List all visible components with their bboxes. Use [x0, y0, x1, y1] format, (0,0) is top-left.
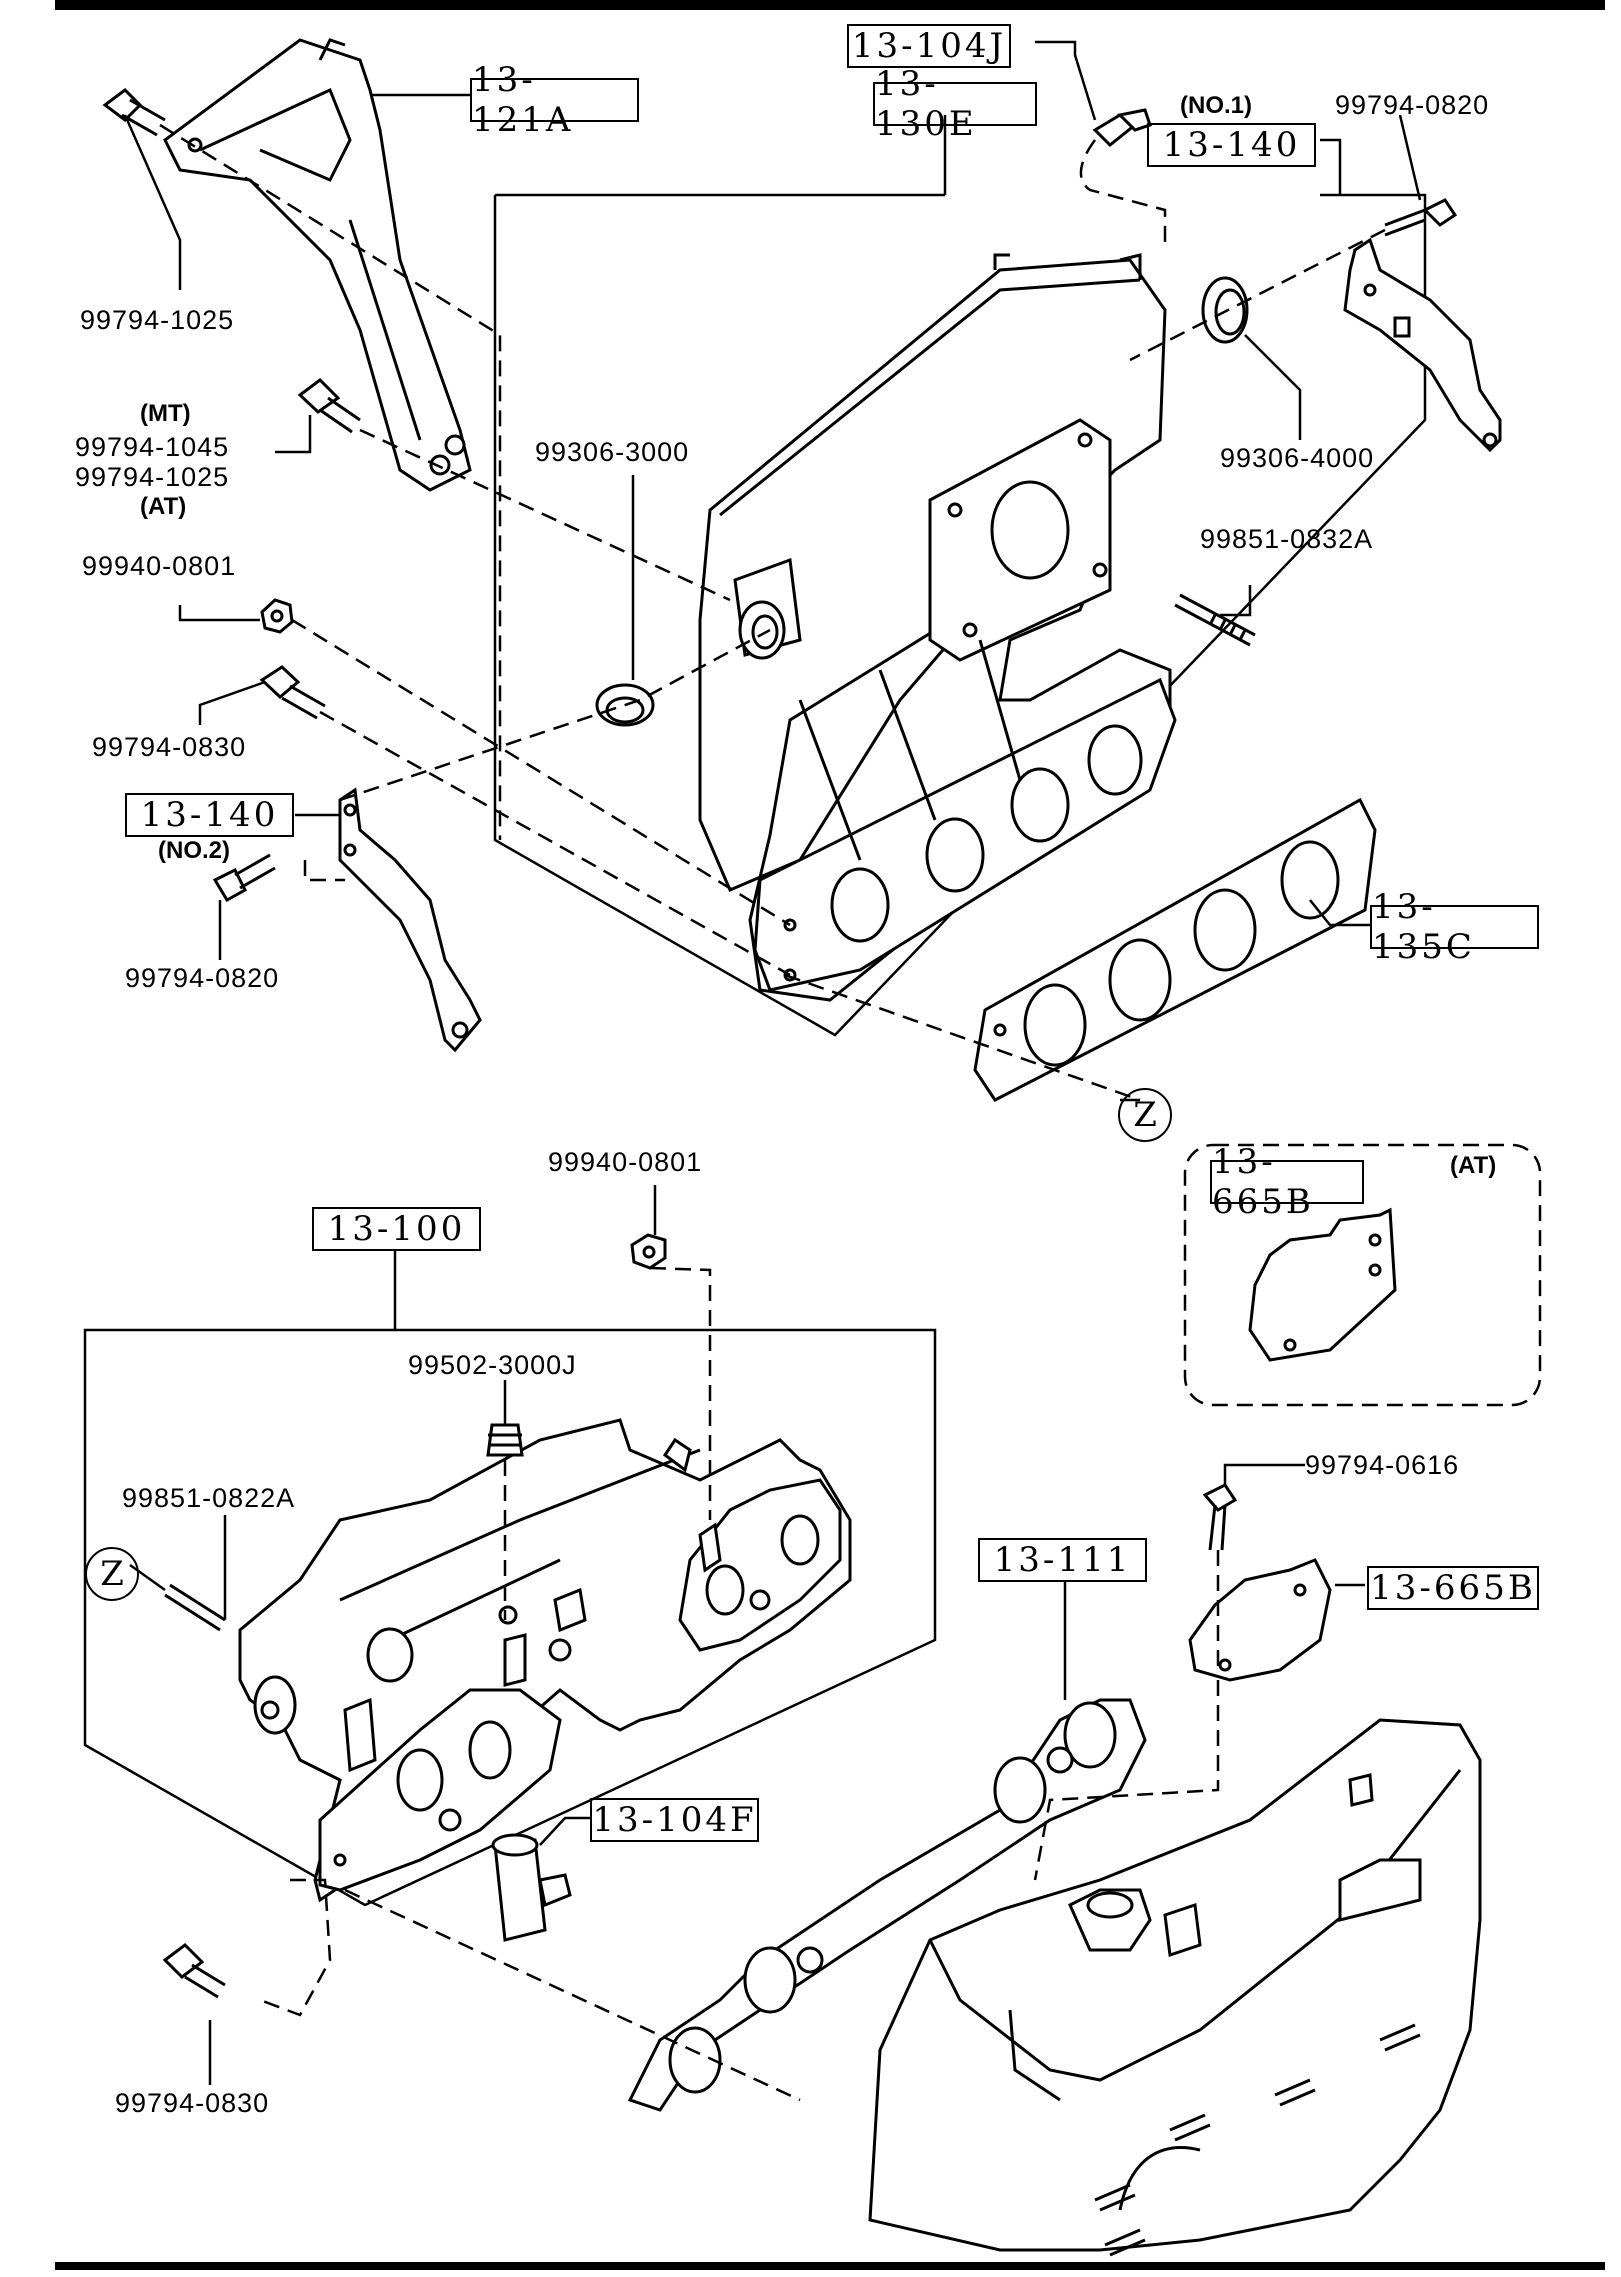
dashline-1045	[359, 428, 731, 602]
bolt-99794-0830-upper	[259, 665, 326, 720]
ref-box-13-140-no1: 13-140	[1147, 123, 1316, 167]
ref-label: 13-121A	[472, 60, 574, 140]
bolt-99794-0830-lower	[162, 1943, 226, 1999]
part-number: 99306-4000	[1220, 443, 1375, 473]
ref-box-13-135c: 13-135C	[1370, 887, 1539, 967]
dashline-0820-no2	[303, 860, 345, 882]
bottom-rule	[55, 2262, 1605, 2270]
ref-label: 13-665B	[1212, 1142, 1314, 1222]
ref-box-13-104f: 13-104F	[590, 1798, 759, 1842]
dashline-0820-no1	[1129, 228, 1386, 362]
cap-13-104j	[1092, 108, 1152, 148]
bolt-99794-0616	[1202, 1483, 1238, 1551]
part-number: 99794-0830	[92, 732, 247, 762]
intake-plenum-upper	[698, 253, 1177, 1002]
dashline-to-z-upper	[784, 973, 1141, 1102]
part-number: 99940-0801	[548, 1147, 703, 1177]
ref-label: 13-111	[993, 1540, 1132, 1580]
part-number: 99794-1025	[75, 462, 230, 492]
part-number: 99794-0820	[125, 963, 280, 993]
ref-label: 13-104J	[851, 26, 1007, 66]
at-option-box	[1183, 1143, 1542, 1407]
stud-99851-0832a	[1174, 593, 1256, 647]
ref-box-13-665b: 13-665B	[1367, 1566, 1539, 1610]
intake-gasket-13-135c	[973, 797, 1377, 1102]
dashline-0830-lower	[259, 1878, 332, 2017]
part-number: 99940-0801	[82, 551, 237, 581]
top-rule	[55, 0, 1605, 10]
sensor-13-104f	[491, 1833, 572, 1942]
intake-gasket-13-111	[627, 1698, 1147, 2112]
ref-label: 13-140	[1162, 125, 1301, 165]
cylinder-head	[868, 1718, 1482, 2257]
part-number: 99502-3000J	[408, 1350, 577, 1380]
dashline-0801-lower	[649, 1266, 712, 1520]
intake-manifold-lower	[238, 1418, 852, 1903]
bolt-99794-1045	[297, 378, 361, 434]
bracket-13-665b-at	[1248, 1207, 1397, 1362]
ref-label: 13-104F	[592, 1800, 757, 1840]
note-mt: (MT)	[140, 400, 191, 427]
ref-box-13-100: 13-100	[312, 1207, 481, 1251]
z-label: Z	[100, 1554, 124, 1594]
ref-box-13-121a: 13-121A	[470, 60, 639, 140]
ref-label: 13-665B	[1370, 1568, 1536, 1608]
plug-99502-3000j	[486, 1423, 524, 1457]
dashline-3000	[339, 628, 771, 802]
ref-label: 13-140	[140, 795, 279, 835]
ref-box-13-665b-at: 13-665B	[1210, 1142, 1364, 1222]
bolt-99794-0820-no2	[212, 853, 276, 903]
part-number: 99306-3000	[535, 437, 690, 467]
part-number: 99851-0822A	[122, 1483, 296, 1513]
ref-box-13-111: 13-111	[978, 1538, 1147, 1582]
dashline-1025	[159, 123, 502, 840]
dashline-665b	[1033, 1680, 1220, 1881]
z-marker-upper: Z	[1118, 1088, 1172, 1142]
seal-99306-3000	[595, 683, 655, 727]
part-number: 99794-1045	[75, 432, 230, 462]
leader-lines	[123, 40, 1422, 2085]
note-at: (AT)	[140, 493, 187, 520]
z-marker-lower: Z	[85, 1547, 139, 1601]
bracket-13-121a	[163, 38, 472, 492]
note-at-box: (AT)	[1450, 1152, 1497, 1179]
nut-99940-0801-lower	[630, 1233, 667, 1270]
dashline-to-head	[344, 1888, 801, 2102]
z-label: Z	[1133, 1095, 1157, 1135]
seal-99306-4000	[1201, 276, 1249, 344]
part-number: 99794-0616	[1305, 1450, 1460, 1480]
stud-99851-0822a	[164, 1583, 226, 1632]
bolt-99794-0820-no1	[1384, 198, 1458, 237]
ref-label: 13-135C	[1372, 887, 1475, 967]
ref-box-13-104j: 13-104J	[847, 24, 1011, 68]
ref-box-13-130e: 13-130E	[873, 64, 1037, 144]
lower-frame-outline	[83, 1328, 937, 1907]
nut-99940-0801-upper	[260, 598, 294, 634]
ref-label: 13-130E	[875, 64, 977, 144]
bolt-99794-1025-top	[102, 88, 166, 137]
bracket-13-140-no2	[338, 787, 482, 1053]
dashline-104j	[1079, 139, 1167, 250]
note-no2: (NO.2)	[158, 837, 230, 864]
bracket-13-665b	[1188, 1558, 1332, 1682]
note-no1: (NO.1)	[1180, 92, 1252, 119]
part-number: 99794-0830	[115, 2088, 270, 2118]
ref-label: 13-100	[327, 1209, 466, 1249]
bracket-13-140-no1	[1343, 237, 1502, 453]
dashline-0801	[291, 618, 791, 927]
part-number: 99851-0832A	[1200, 524, 1374, 554]
part-number: 99794-0820	[1335, 90, 1490, 120]
ref-box-13-140-no2: 13-140	[125, 793, 294, 837]
part-number: 99794-1025	[80, 305, 235, 335]
dashline-0830	[319, 710, 791, 977]
